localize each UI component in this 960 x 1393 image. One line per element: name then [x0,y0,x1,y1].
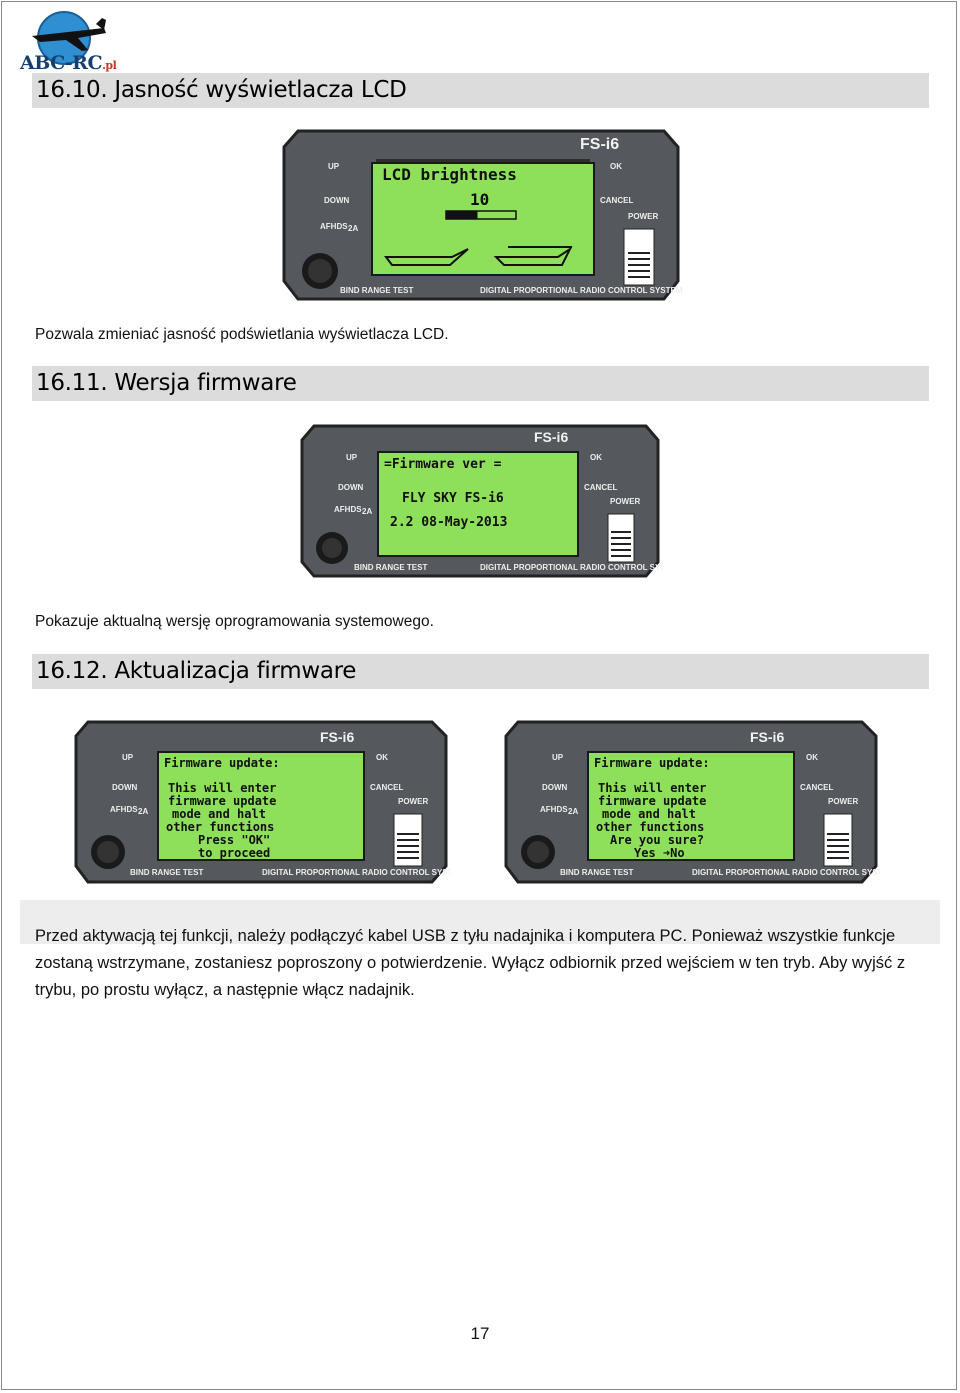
svg-text:BIND RANGE TEST: BIND RANGE TEST [560,868,633,877]
svg-text:to proceed: to proceed [198,846,270,860]
transmitter-firmware-version: FS-i6 UP OK DOWN CANCEL POWER AFHDS 2A B… [298,420,662,582]
lcd-title: LCD brightness [382,165,517,184]
svg-text:This will enter: This will enter [598,781,706,795]
lcd-text-update-2: Firmware update: This will enter firmwar… [594,756,710,860]
svg-text:CANCEL: CANCEL [370,783,403,792]
svg-text:BIND RANGE TEST: BIND RANGE TEST [340,286,413,295]
svg-text:BIND RANGE TEST: BIND RANGE TEST [354,563,427,572]
lcd-text-update-1: Firmware update: This will enter firmwar… [164,756,280,860]
svg-text:2A: 2A [568,807,578,816]
svg-text:OK: OK [806,753,818,762]
svg-text:OK: OK [610,162,622,171]
svg-text:FLY SKY FS-i6: FLY SKY FS-i6 [402,491,504,506]
svg-text:firmware update: firmware update [168,794,276,808]
model-label: FS-i6 [580,136,619,153]
svg-text:Press "OK": Press "OK" [198,833,270,847]
svg-text:FS-i6: FS-i6 [750,729,784,745]
svg-text:AFHDS: AFHDS [110,805,138,814]
svg-text:Are you sure?: Are you sure? [610,833,704,847]
svg-text:DOWN: DOWN [542,783,568,792]
section-description-lcd-brightness: Pozwala zmieniać jasność podświetlania w… [35,326,449,343]
svg-text:UP: UP [552,753,564,762]
section-heading-lcd-brightness: 16.10. Jasność wyświetlacza LCD [32,73,929,108]
svg-text:CANCEL: CANCEL [600,196,633,205]
svg-text:CANCEL: CANCEL [584,483,617,492]
svg-text:FS-i6: FS-i6 [534,429,568,445]
svg-text:DOWN: DOWN [112,783,138,792]
svg-text:2.2 08-May-2013: 2.2 08-May-2013 [390,515,507,530]
svg-text:DIGITAL PROPORTIONAL RADIO CON: DIGITAL PROPORTIONAL RADIO CONTROL SYSTE… [480,286,682,295]
svg-text:mode and halt: mode and halt [172,807,266,821]
svg-text:2A: 2A [138,807,148,816]
section-description-firmware-version: Pokazuje aktualną wersję oprogramowania … [35,613,434,630]
svg-text:POWER: POWER [828,797,858,806]
svg-text:Yes ➜No: Yes ➜No [634,846,685,860]
svg-text:Firmware update:: Firmware update: [594,756,710,770]
svg-text:DIGITAL PROPORTIONAL RADIO CON: DIGITAL PROPORTIONAL RADIO CONTROL SYSTE… [692,868,880,877]
svg-text:DIGITAL PROPORTIONAL RADIO CON: DIGITAL PROPORTIONAL RADIO CONTROL SYSTE… [262,868,450,877]
svg-text:2A: 2A [348,224,358,233]
svg-text:BIND RANGE TEST: BIND RANGE TEST [130,868,203,877]
svg-text:POWER: POWER [628,212,658,221]
page-number: 17 [470,1324,490,1343]
svg-text:POWER: POWER [398,797,428,806]
svg-text:POWER: POWER [610,497,640,506]
svg-text:DOWN: DOWN [338,483,364,492]
svg-text:mode and halt: mode and halt [602,807,696,821]
svg-text:UP: UP [346,453,358,462]
svg-text:DIGITAL PROPORTIONAL RADIO CON: DIGITAL PROPORTIONAL RADIO CONTROL SYSTE… [480,563,662,572]
svg-text:=Firmware ver =: =Firmware ver = [384,457,502,472]
svg-text:OK: OK [590,453,602,462]
airplane-icon [384,248,469,266]
watermark [20,880,940,950]
helicopter-icon [493,246,573,266]
svg-text:other functions: other functions [166,820,274,834]
svg-text:AFHDS: AFHDS [320,222,348,231]
transmitter-brightness: FS-i6 UP OK DOWN CANCEL POWER AFHDS 2A B… [280,125,682,303]
svg-text:Firmware update:: Firmware update: [164,756,280,770]
lcd-value: 10 [470,190,489,209]
svg-text:2A: 2A [362,507,372,516]
svg-text:This will enter: This will enter [168,781,276,795]
svg-text:UP: UP [328,162,340,171]
logo-text: ABC-RC.pl [20,52,117,74]
section-heading-firmware-version: 16.11. Wersja firmware [32,366,929,401]
section-heading-firmware-update: 16.12. Aktualizacja firmware [32,654,929,689]
svg-text:AFHDS: AFHDS [334,505,362,514]
abc-rc-logo [18,6,128,76]
svg-text:OK: OK [376,753,388,762]
section-description-firmware-update: Przed aktywacją tej funkcji, należy podł… [35,927,906,999]
svg-text:other functions: other functions [596,820,704,834]
svg-text:firmware update: firmware update [598,794,706,808]
brightness-fill [446,211,478,219]
svg-text:CANCEL: CANCEL [800,783,833,792]
svg-text:AFHDS: AFHDS [540,805,568,814]
svg-text:DOWN: DOWN [324,196,350,205]
svg-text:UP: UP [122,753,134,762]
transmitter-firmware-update-1: FS-i6 UP OK DOWN CANCEL POWER AFHDS 2A B… [72,716,450,888]
transmitter-firmware-update-2: FS-i6 UP OK DOWN CANCEL POWER AFHDS 2A B… [502,716,880,888]
svg-text:FS-i6: FS-i6 [320,729,354,745]
